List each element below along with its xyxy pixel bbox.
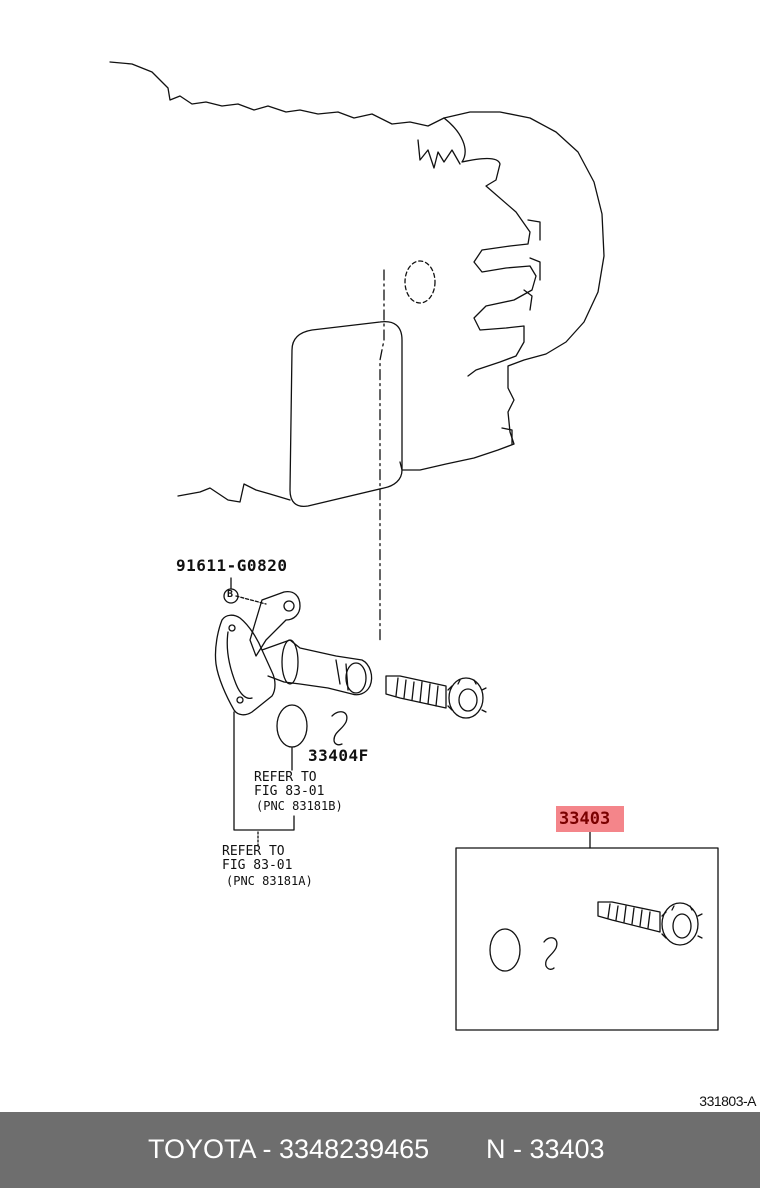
kit-o-ring [489,928,521,972]
driven-gear-teeth [447,679,487,713]
cover-plate [289,320,403,508]
refer-b-line3: (PNC 83181B) [256,799,343,813]
bell-housing-rim [443,117,537,377]
refer-b-line1: REFER TO [254,770,317,785]
driven-gear [448,677,484,719]
driven-gear-splines [395,677,439,707]
lock-plate [249,590,301,657]
bolt-boss-2 [529,257,541,281]
refer-a-line3: (PNC 83181A) [226,874,313,888]
refer-a-bracket [233,711,295,831]
kit-box [455,847,719,1031]
diagram-code: 331803-A [699,1093,756,1109]
transmission-case-outline [109,61,605,471]
assembly-centerline [379,269,385,641]
bolt-marker-letter: B [227,589,234,600]
bolt-part-number[interactable]: 91611-G0820 [176,556,288,575]
highlighted-part-number: 33403 [559,809,611,829]
kit-gear-teeth [661,905,703,939]
refer-a-line2[interactable]: FIG 83-01 [222,858,293,873]
shaft-detail [335,659,349,691]
case-bottom-edge [177,483,291,503]
refer-a-line1: REFER TO [222,844,285,859]
kit-part-number[interactable]: 33404F [308,746,369,765]
driven-gear-hub [458,688,478,712]
footer-pnc: N - 33403 [486,1134,605,1164]
highlighted-part-badge[interactable]: 33403 [556,806,624,832]
shaft-tip [345,662,367,694]
kit-gear-splines [607,903,651,929]
sensor-port [404,260,436,304]
bolt-boss-3 [523,289,533,311]
footer-brand-part: TOYOTA - 3348239465 [148,1134,430,1164]
sensor-housing-inner [226,631,253,700]
bolt-boss-4 [501,427,513,445]
lock-plate-hole [283,600,295,612]
housing-hole-2 [236,696,244,704]
kit-gear-shaft [597,901,661,933]
kit-driven-gear-hub [672,913,692,939]
footer-bar: TOYOTA - 3348239465 N - 33403 [0,1112,760,1188]
kit-driven-gear [661,902,699,946]
shaft-collar [281,639,299,685]
sensor-housing [214,614,276,716]
refer-b-line2[interactable]: FIG 83-01 [254,784,325,799]
driven-gear-shaft [385,675,447,709]
o-ring [276,704,308,748]
retaining-clip [331,711,348,746]
sensor-shaft [261,639,373,696]
housing-hole-1 [228,624,236,632]
kit-clip [543,937,558,970]
case-vertical-ridge [417,139,461,169]
bolt-leader-dashed [235,595,267,605]
bolt-boss-1 [527,219,541,241]
